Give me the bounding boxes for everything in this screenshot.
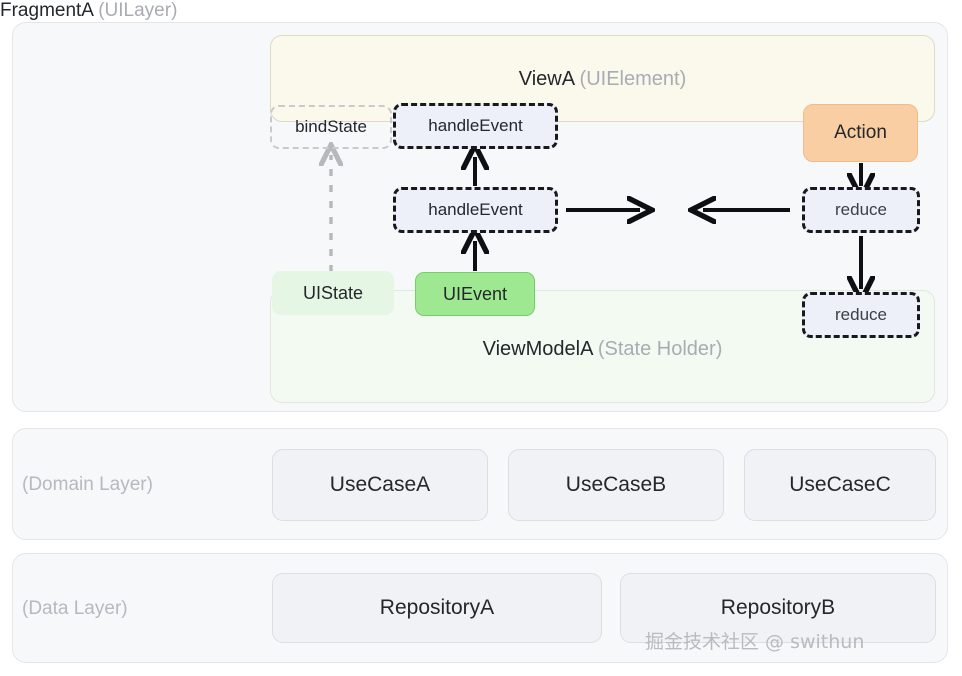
node-reduce-bottom[interactable]: reduce bbox=[802, 292, 920, 338]
domain-layer-label: (Domain Layer) bbox=[22, 474, 153, 495]
card-repository-a-label: RepositoryA bbox=[379, 596, 495, 619]
viewa-title-name: ViewA bbox=[518, 68, 574, 90]
node-uistate-label: UIState bbox=[302, 282, 364, 303]
card-usecase-c[interactable]: UseCaseC bbox=[744, 449, 936, 521]
ui-layer-label-role: (UILayer) bbox=[98, 0, 178, 21]
card-usecase-b[interactable]: UseCaseB bbox=[508, 449, 724, 521]
card-repository-a[interactable]: RepositoryA bbox=[272, 573, 602, 643]
node-uistate[interactable]: UIState bbox=[272, 271, 394, 315]
viewmodela-title: ViewModelA (State Holder) bbox=[270, 338, 935, 361]
node-uievent[interactable]: UIEvent bbox=[415, 272, 535, 316]
card-usecase-a[interactable]: UseCaseA bbox=[272, 449, 488, 521]
node-handleevent-view[interactable]: handleEvent bbox=[393, 103, 558, 149]
ui-layer-label-name: FragmentA bbox=[0, 0, 93, 21]
card-repository-b-label: RepositoryB bbox=[720, 596, 836, 619]
card-repository-b[interactable]: RepositoryB bbox=[620, 573, 936, 643]
node-uievent-label: UIEvent bbox=[442, 283, 508, 304]
node-reduce-top-label: reduce bbox=[835, 200, 887, 219]
node-handleevent-view-label: handleEvent bbox=[428, 116, 523, 135]
viewa-title: ViewA (UIElement) bbox=[270, 68, 935, 91]
ui-layer-label: FragmentA (UILayer) bbox=[0, 0, 962, 22]
node-action[interactable]: Action bbox=[803, 104, 918, 162]
node-bindstate[interactable]: bindState bbox=[270, 105, 392, 149]
node-reduce-top[interactable]: reduce bbox=[802, 187, 920, 233]
data-layer-label: (Data Layer) bbox=[22, 598, 128, 619]
viewmodela-title-role: (State Holder) bbox=[597, 338, 723, 360]
viewa-title-role: (UIElement) bbox=[579, 68, 687, 90]
node-reduce-bottom-label: reduce bbox=[835, 305, 887, 324]
node-bindstate-label: bindState bbox=[295, 117, 367, 136]
node-handleevent-viewmodel[interactable]: handleEvent bbox=[393, 187, 558, 233]
card-usecase-a-label: UseCaseA bbox=[329, 473, 431, 496]
watermark: 掘金技术社区 @ swithun bbox=[645, 631, 865, 653]
card-usecase-b-label: UseCaseB bbox=[565, 473, 667, 496]
card-usecase-c-label: UseCaseC bbox=[789, 473, 891, 496]
viewmodela-title-name: ViewModelA bbox=[482, 338, 593, 360]
node-handleevent-viewmodel-label: handleEvent bbox=[428, 200, 523, 219]
node-action-label: Action bbox=[834, 122, 887, 143]
